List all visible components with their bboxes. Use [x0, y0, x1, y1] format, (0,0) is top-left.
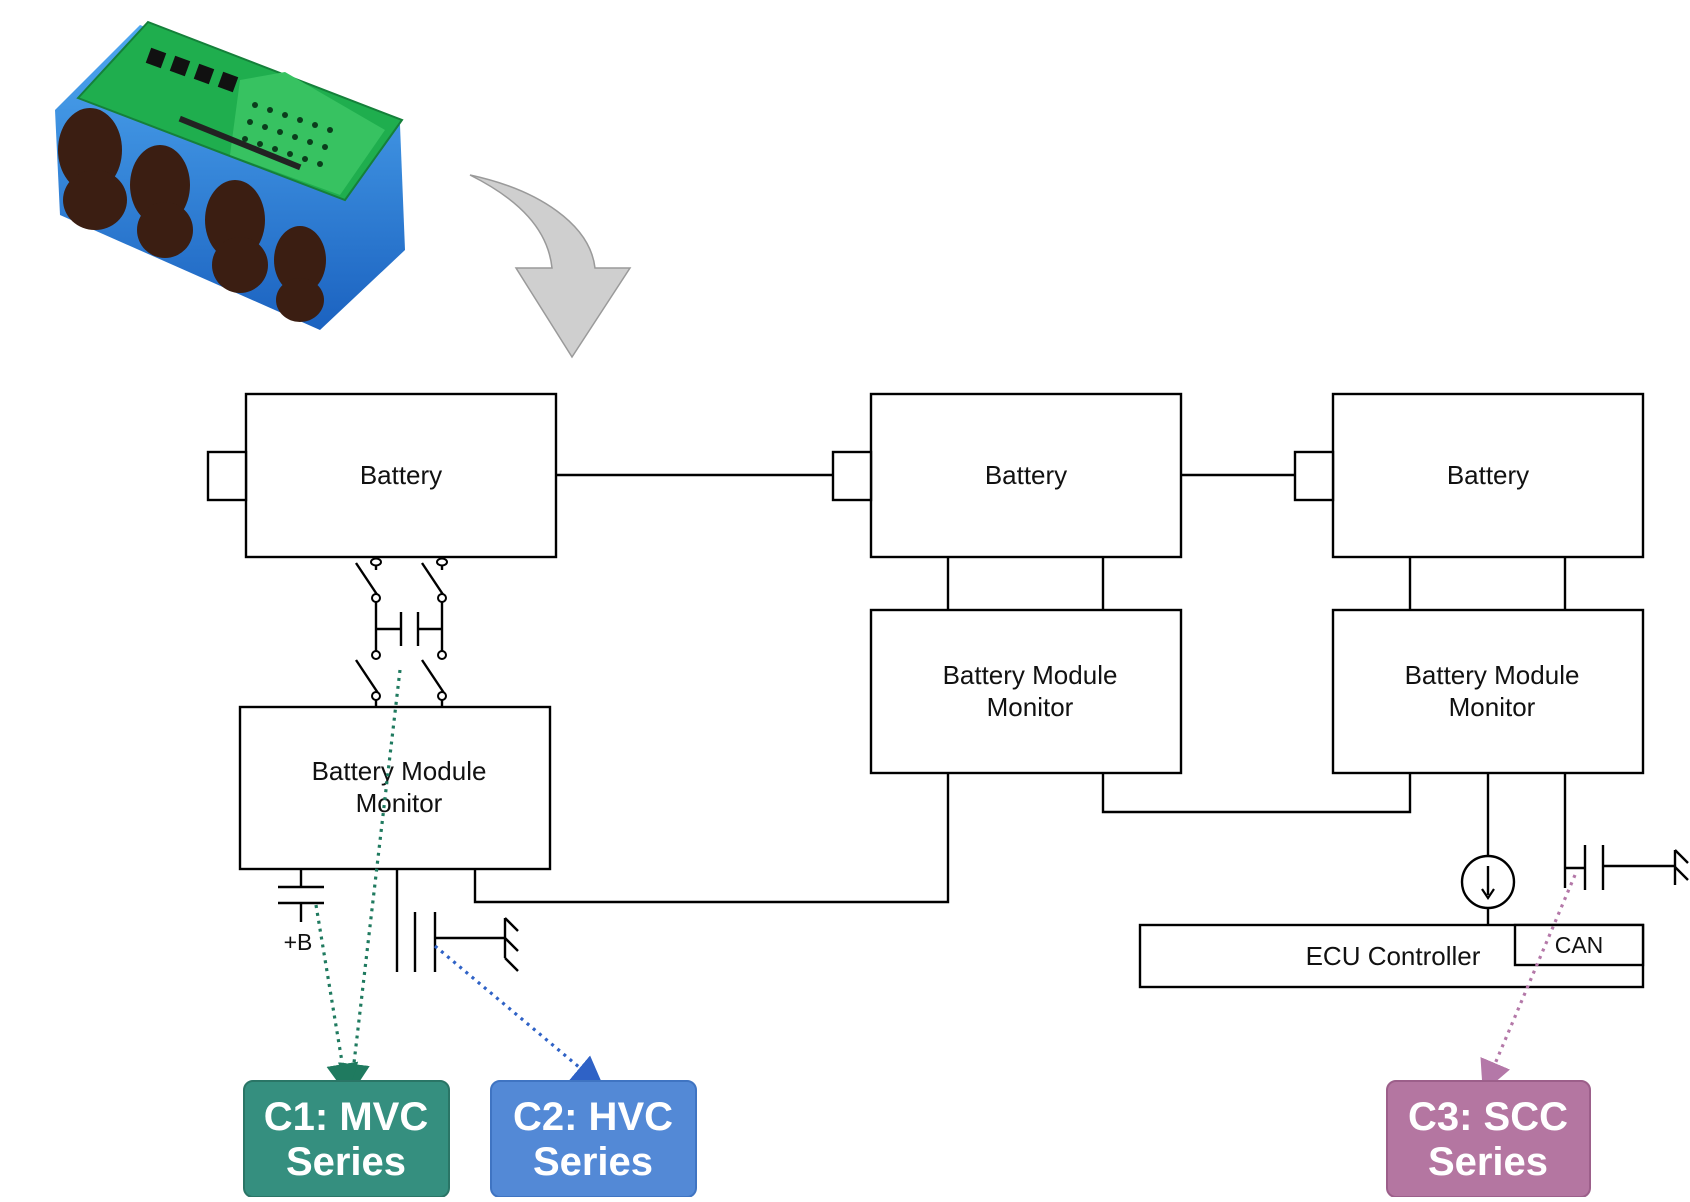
curved-down-arrow-icon	[469, 174, 632, 359]
series-tag-c3[interactable]: C3: SCC Series	[1386, 1080, 1591, 1198]
monitor-1: Battery Module Monitor	[238, 705, 552, 871]
ground-icon	[1673, 849, 1689, 885]
current-source-icon	[1460, 773, 1516, 925]
supply-capacitor: +B	[278, 869, 324, 955]
monitor-1-line1: Battery Module	[312, 756, 487, 786]
series-tag-c1[interactable]: C1: MVC Series	[243, 1080, 450, 1198]
can-label: CAN	[1555, 932, 1604, 958]
battery-pack-image	[55, 20, 405, 330]
ecu-controller: ECU Controller CAN	[1138, 923, 1645, 989]
monitor-3-line2: Monitor	[1449, 692, 1536, 722]
ecu-label: ECU Controller	[1306, 941, 1481, 971]
series-tag-c2[interactable]: C2: HVC Series	[490, 1080, 697, 1198]
monitor-1-line2: Monitor	[356, 788, 443, 818]
series-tag-c2-line1: C2: HVC	[513, 1095, 673, 1139]
isolation-switch-network	[355, 557, 448, 707]
series-tag-c2-line2: Series	[533, 1140, 653, 1184]
c2-arrow	[433, 944, 605, 1089]
monitor-2-line2: Monitor	[987, 692, 1074, 722]
c1-arrows	[314, 669, 402, 1096]
supply-label: +B	[284, 929, 313, 955]
battery-3-label: Battery	[1447, 460, 1529, 490]
series-tag-c3-line1: C3: SCC	[1408, 1095, 1568, 1139]
wire-m1-m2	[473, 773, 950, 904]
battery-3: Battery	[1293, 392, 1645, 559]
monitor-3-line1: Battery Module	[1405, 660, 1580, 690]
series-tag-c1-line2: Series	[286, 1140, 406, 1184]
ground-icon	[503, 917, 519, 972]
monitor-2-line1: Battery Module	[943, 660, 1118, 690]
battery-2: Battery	[831, 392, 1183, 559]
monitor-1-ground-capacitor	[395, 869, 519, 972]
battery-1-label: Battery	[360, 460, 442, 490]
series-tag-c3-line2: Series	[1428, 1140, 1548, 1184]
series-tag-c1-line1: C1: MVC	[264, 1095, 428, 1139]
battery-2-label: Battery	[985, 460, 1067, 490]
wire-m2-m3	[1101, 773, 1412, 814]
monitor-3-ground-capacitor	[1563, 773, 1689, 890]
monitor-3: Battery Module Monitor	[1331, 608, 1645, 775]
monitor-2: Battery Module Monitor	[869, 608, 1183, 775]
battery-1: Battery	[206, 392, 558, 559]
